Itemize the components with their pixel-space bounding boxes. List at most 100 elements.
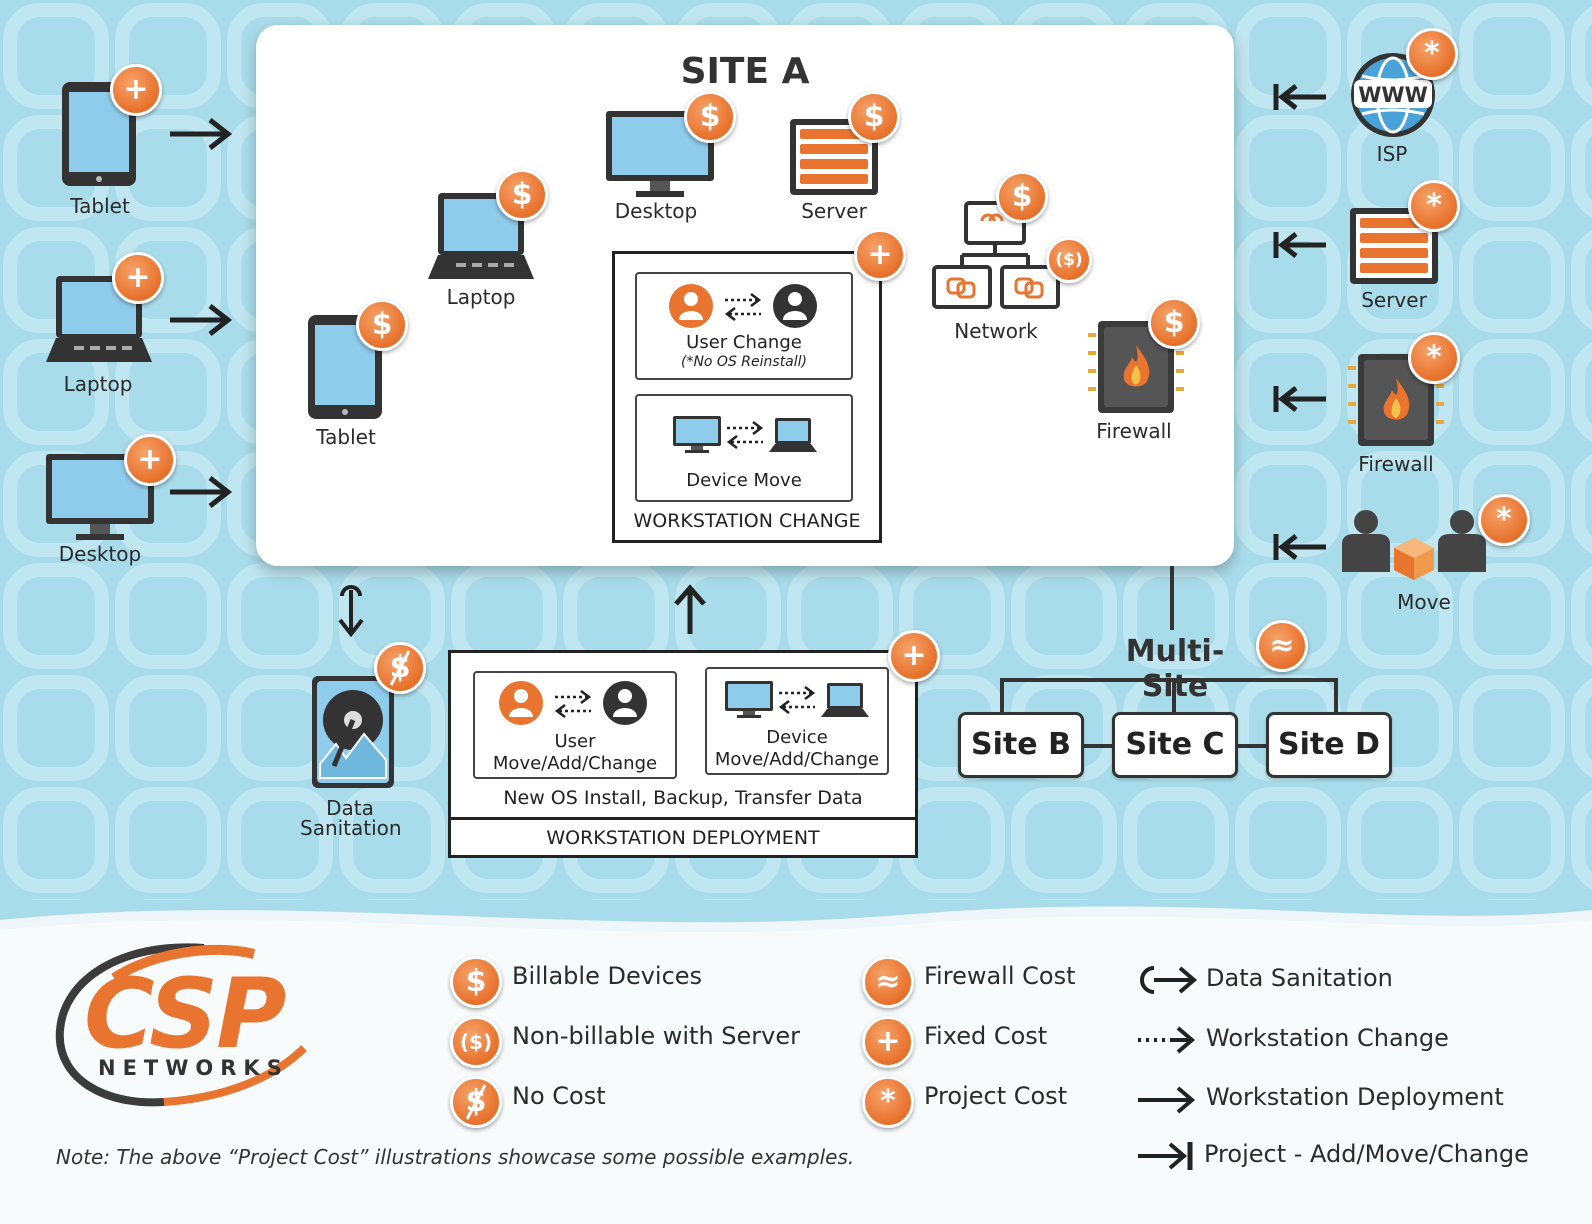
billable-badge: $ bbox=[684, 91, 736, 143]
multisite-vline-b bbox=[1000, 678, 1004, 714]
user-mac-label-1: User bbox=[554, 731, 596, 752]
no-cost-badge: $ bbox=[374, 642, 426, 694]
legend-billable-badge: $ bbox=[450, 956, 502, 1008]
logo-sub: NETWORKS bbox=[98, 1056, 289, 1080]
right-server-label: Server bbox=[1361, 288, 1427, 312]
logo-brand: CSP bbox=[84, 958, 287, 1070]
csp-logo bbox=[55, 943, 307, 1107]
legend-nocost-badge: $ bbox=[450, 1076, 502, 1128]
site-link-bc bbox=[1080, 744, 1116, 748]
fixed-cost-badge: + bbox=[110, 64, 162, 116]
user-mac-label-2: Move/Add/Change bbox=[492, 753, 658, 774]
site-d-node: Site D bbox=[1266, 712, 1392, 778]
legend-fixed-badge: + bbox=[862, 1016, 914, 1068]
legend-sanitation: Data Sanitation bbox=[1206, 964, 1393, 992]
site-a-panel: SITE A $ Tablet $ Laptop $ Desktop $ Ser… bbox=[256, 25, 1234, 566]
workstation-deployment-title: WORKSTATION DEPLOYMENT bbox=[546, 827, 820, 849]
legend-sanitation-arrow-icon bbox=[1140, 966, 1198, 994]
legend-project: Project Cost bbox=[924, 1082, 1068, 1110]
data-sanitation-arrow-icon bbox=[338, 585, 364, 638]
legend-nonbillable-badge: ($) bbox=[450, 1016, 502, 1068]
deployment-up-arrow-icon bbox=[674, 584, 706, 634]
svg-text:WWW: WWW bbox=[1358, 83, 1428, 107]
multisite-vline-d bbox=[1334, 678, 1338, 714]
firewall-cost-badge: ≈ bbox=[1256, 620, 1308, 672]
site-b-node: Site B bbox=[958, 712, 1084, 778]
project-arrow-icon bbox=[1273, 386, 1326, 412]
left-desktop-label: Desktop bbox=[58, 542, 142, 566]
project-cost-badge: * bbox=[1408, 332, 1460, 384]
billable-badge: $ bbox=[1148, 297, 1200, 349]
device-move-icon bbox=[725, 681, 869, 718]
device-move-label: Device Move bbox=[686, 470, 802, 491]
user-change-panel: User Change (*No OS Reinstall) bbox=[635, 272, 853, 380]
multisite-vline-c bbox=[1172, 678, 1176, 714]
legend-firewall-badge: ≈ bbox=[862, 956, 914, 1008]
legend-nocost: No Cost bbox=[512, 1082, 606, 1110]
workstation-deployment-box: User Move/Add/Change Device Move/Add/Cha… bbox=[448, 650, 918, 858]
move-icon bbox=[1342, 510, 1486, 580]
project-cost-badge: * bbox=[1478, 494, 1530, 546]
isp-label: ISP bbox=[1376, 142, 1408, 166]
billable-badge: $ bbox=[356, 299, 408, 351]
nonbillable-badge: ($) bbox=[1046, 237, 1092, 283]
deployment-arrow-icon bbox=[170, 118, 233, 150]
project-arrow-icon bbox=[1273, 84, 1326, 110]
multisite-connector bbox=[1170, 566, 1174, 630]
left-tablet-label: Tablet bbox=[70, 194, 130, 218]
data-sanitation-label-2: Sanitation bbox=[300, 816, 402, 840]
right-firewall-label: Firewall bbox=[1358, 452, 1434, 476]
device-mac-panel: Device Move/Add/Change bbox=[705, 667, 889, 775]
site-a-desktop-label: Desktop bbox=[614, 199, 698, 223]
project-cost-badge: * bbox=[1406, 28, 1458, 80]
firewall-icon bbox=[1348, 354, 1444, 446]
site-link-cd bbox=[1234, 744, 1270, 748]
site-a-firewall-label: Firewall bbox=[1096, 419, 1172, 443]
legend-firewall: Firewall Cost bbox=[924, 962, 1076, 990]
site-a-title: SITE A bbox=[680, 51, 810, 92]
device-mac-label-1: Device bbox=[766, 727, 828, 748]
legend-project-arrow-icon bbox=[1138, 1142, 1193, 1170]
fixed-cost-badge: + bbox=[124, 434, 176, 486]
deployment-tasks: New OS Install, Backup, Transfer Data bbox=[503, 787, 863, 809]
note-text: Note: The above “Project Cost” illustrat… bbox=[56, 1145, 855, 1169]
legend-project-amc: Project - Add/Move/Change bbox=[1204, 1140, 1529, 1168]
move-label: Move bbox=[1397, 590, 1451, 614]
workstation-change-title: WORKSTATION CHANGE bbox=[633, 510, 861, 532]
firewall-icon bbox=[1088, 321, 1184, 413]
legend-billable: Billable Devices bbox=[512, 962, 703, 990]
device-move-icon bbox=[673, 416, 817, 453]
user-change-icon bbox=[669, 284, 817, 328]
legend-fixed: Fixed Cost bbox=[924, 1022, 1048, 1050]
deployment-arrow-icon bbox=[170, 304, 233, 336]
legend-ws-deploy: Workstation Deployment bbox=[1206, 1083, 1504, 1111]
project-arrow-icon bbox=[1273, 534, 1326, 560]
legend-background bbox=[0, 906, 1592, 1224]
user-change-label: User Change bbox=[686, 332, 802, 353]
fixed-cost-badge: + bbox=[854, 229, 906, 281]
site-a-network-label: Network bbox=[954, 319, 1038, 343]
user-mac-panel: User Move/Add/Change bbox=[473, 671, 677, 779]
left-laptop-label: Laptop bbox=[63, 372, 133, 396]
project-cost-badge: * bbox=[1408, 180, 1460, 232]
legend-nonbillable: Non-billable with Server bbox=[512, 1022, 800, 1050]
hard-drive-icon bbox=[312, 676, 394, 788]
deployment-divider bbox=[451, 817, 915, 820]
site-a-server-label: Server bbox=[801, 199, 867, 223]
device-mac-label-2: Move/Add/Change bbox=[714, 749, 880, 770]
fixed-cost-badge: + bbox=[888, 630, 940, 682]
globe-icon: WWW bbox=[1351, 53, 1435, 137]
data-sanitation-label-1: Data bbox=[326, 796, 374, 820]
site-a-laptop-label: Laptop bbox=[446, 285, 516, 309]
user-change-note: (*No OS Reinstall) bbox=[680, 354, 807, 370]
legend-ws-change: Workstation Change bbox=[1206, 1024, 1449, 1052]
site-a-tablet-label: Tablet bbox=[316, 425, 376, 449]
device-move-panel: Device Move bbox=[635, 394, 853, 502]
legend-deploy-arrow-icon bbox=[1138, 1086, 1196, 1114]
deployment-arrow-icon bbox=[170, 476, 233, 508]
workstation-change-box: User Change (*No OS Reinstall) Device Mo… bbox=[612, 251, 882, 543]
fixed-cost-badge: + bbox=[112, 252, 164, 304]
billable-badge: $ bbox=[996, 171, 1048, 223]
billable-badge: $ bbox=[496, 169, 548, 221]
site-c-node: Site C bbox=[1112, 712, 1238, 778]
